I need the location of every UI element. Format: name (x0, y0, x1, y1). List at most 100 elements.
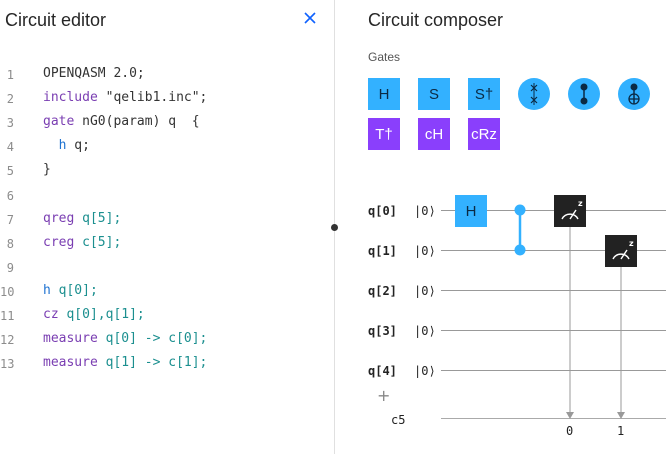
code-text: h q; (43, 138, 90, 153)
code-line[interactable]: 8 creg c[5]; (0, 231, 334, 255)
gate-cnot[interactable] (618, 78, 650, 110)
qubit-wire-0[interactable] (441, 210, 666, 211)
line-number: 7 (6, 212, 14, 227)
code-token: measure (43, 355, 98, 371)
code-line[interactable]: 1 OPENQASM 2.0; (0, 62, 334, 86)
qubit-label-4: q[4] (368, 364, 397, 378)
code-token: measure (43, 331, 98, 347)
code-line[interactable]: 13 measure q[1] -> c[1]; (0, 351, 334, 375)
code-line[interactable]: 2 include "qelib1.inc"; (0, 86, 334, 110)
line-number: 12 (0, 333, 15, 348)
code-token: h (43, 282, 51, 298)
gate-tdg[interactable]: T† (368, 118, 400, 150)
qubit-wire-3[interactable] (441, 330, 666, 331)
ket-0: |0⟩ (414, 204, 436, 218)
code-line[interactable]: 12 measure q[0] -> c[0]; (0, 327, 334, 351)
close-icon (304, 12, 316, 24)
ket-4: |0⟩ (414, 364, 436, 378)
code-token: nG0(param) q { (74, 114, 200, 130)
code-line[interactable]: 9 (0, 255, 334, 279)
line-number: 1 (6, 68, 14, 82)
code-token: gate (43, 114, 75, 130)
code-token: } (43, 162, 51, 178)
divider-handle[interactable] (331, 224, 338, 231)
cz-gate-icon (580, 83, 588, 105)
line-number: 5 (6, 164, 14, 179)
qubit-label-0: q[0] (368, 204, 397, 218)
gates-label: Gates (368, 50, 401, 64)
swap-gate-icon (530, 83, 538, 105)
code-line[interactable]: 11 cz q[0],q[1]; (0, 303, 334, 327)
code-text: cz q[0],q[1]; (43, 307, 145, 322)
code-text: h q[0]; (43, 283, 98, 298)
code-token: qreg (43, 210, 75, 226)
line-number: 13 (0, 357, 15, 372)
line-number: 6 (6, 188, 14, 203)
gate-h[interactable]: H (368, 78, 400, 110)
measure-gate-q1[interactable]: z (605, 235, 637, 267)
gate-crz[interactable]: cRz (468, 118, 500, 150)
measure-icon: z (612, 239, 634, 260)
qubit-wire-2[interactable] (441, 290, 666, 291)
classical-wire[interactable] (441, 418, 666, 419)
code-text: measure q[0] -> c[0]; (43, 331, 207, 346)
svg-text:z: z (578, 199, 583, 208)
placed-h-gate[interactable]: H (455, 195, 487, 227)
svg-text:z: z (629, 239, 634, 248)
code-token: q[5]; (74, 210, 122, 226)
line-number: 4 (6, 140, 14, 155)
measure-gate-q0[interactable]: z (554, 195, 586, 227)
code-line[interactable]: 7 qreg q[5]; (0, 207, 334, 231)
classical-register-label: c5 (391, 413, 406, 427)
code-line[interactable]: 6 (0, 183, 334, 207)
code-text: OPENQASM 2.0; (43, 66, 145, 81)
code-token: q[0],q[1]; (58, 307, 145, 322)
gate-s[interactable]: S (418, 78, 450, 110)
ket-2: |0⟩ (414, 284, 436, 298)
line-number: 11 (0, 309, 15, 323)
classical-bit-1: 1 (617, 424, 625, 438)
code-token: q[1] -> c[1]; (97, 355, 208, 371)
ket-3: |0⟩ (414, 324, 436, 338)
qubit-wire-4[interactable] (441, 370, 666, 371)
gate-swap[interactable] (518, 78, 550, 110)
code-line[interactable]: 3 gate nG0(param) q { (0, 110, 334, 134)
code-token: q; (66, 138, 90, 154)
cnot-gate-icon (628, 83, 640, 105)
qubit-label-1: q[1] (368, 244, 397, 258)
line-number: 3 (6, 116, 14, 131)
gate-cz[interactable] (568, 78, 600, 110)
code-text: creg c[5]; (43, 235, 121, 250)
code-token: OPENQASM 2.0; (43, 66, 145, 81)
editor-title: Circuit editor (5, 10, 107, 30)
code-text: } (43, 162, 51, 177)
code-text: gate nG0(param) q { (43, 114, 200, 129)
qubit-wire-1[interactable] (441, 250, 666, 251)
code-token: h (43, 138, 67, 154)
classical-bit-0: 0 (566, 424, 574, 438)
gate-ch[interactable]: cH (418, 118, 450, 150)
code-line[interactable]: 10 h q[0]; (0, 279, 334, 303)
code-text: include "qelib1.inc"; (43, 90, 207, 105)
line-number: 8 (6, 236, 14, 251)
qubit-label-3: q[3] (368, 324, 397, 338)
add-qubit-button[interactable]: + (377, 386, 391, 405)
code-token: cz (43, 307, 59, 322)
code-token: c[5]; (74, 234, 122, 250)
code-line[interactable]: 5} (0, 158, 334, 182)
code-token: include (43, 90, 98, 106)
code-text: qreg q[5]; (43, 211, 121, 226)
line-number: 9 (6, 260, 14, 275)
line-number: 10 (0, 284, 15, 299)
code-line[interactable]: 4 h q; (0, 134, 334, 158)
close-editor-button[interactable] (300, 8, 320, 28)
line-number: 2 (6, 92, 14, 107)
composer-title: Circuit composer (368, 10, 504, 30)
ket-1: |0⟩ (414, 244, 436, 258)
code-token: creg (43, 234, 75, 250)
qubit-label-2: q[2] (368, 284, 397, 298)
code-token: q[0]; (50, 282, 98, 298)
gate-sdg[interactable]: S† (468, 78, 500, 110)
code-token: q[0] -> c[0]; (97, 331, 208, 347)
circuit-editor-panel: Circuit editor 1 OPENQASM 2.0; 2 include "q… (0, 8, 334, 375)
